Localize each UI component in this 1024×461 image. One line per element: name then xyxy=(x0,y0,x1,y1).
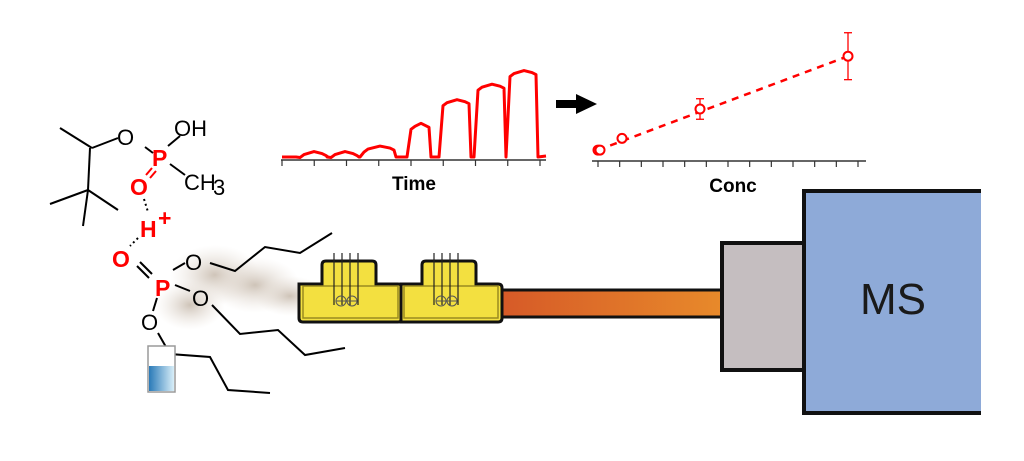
time-chart: Time xyxy=(281,69,547,195)
mass-spectrometer xyxy=(802,189,996,415)
hydrogen-bond xyxy=(129,198,149,247)
conc-data-point xyxy=(616,132,628,144)
solvent-ester-oxygen-3: O xyxy=(141,310,158,335)
solvent-ester-oxygen-1: O xyxy=(185,250,202,275)
ion-source-interface xyxy=(720,241,806,372)
proton-label: H xyxy=(140,216,157,242)
analyte-carbonyl-oxygen: O xyxy=(130,174,148,200)
time-signal-line xyxy=(282,69,547,160)
extraction-cartridges xyxy=(297,253,504,324)
analyte-methyl-subscript: 3 xyxy=(213,175,225,200)
conc-x-label: Conc xyxy=(709,176,757,197)
analyte-double-bond xyxy=(145,167,157,179)
proton-charge: + xyxy=(158,205,171,231)
vial-icon xyxy=(147,345,176,393)
ms-label: MS xyxy=(860,275,926,324)
analyte-phosphorus: P xyxy=(152,145,167,171)
analyte-oxygen-ester: O xyxy=(117,125,134,150)
time-x-label: Time xyxy=(392,174,436,195)
cartridge-2 xyxy=(399,253,504,324)
conc-fit-line xyxy=(597,55,849,152)
time-x-ticks xyxy=(281,160,541,166)
conc-x-ticks xyxy=(597,161,859,167)
conc-points xyxy=(592,32,854,156)
analyte-hydroxyl: OH xyxy=(174,116,207,141)
analyte-methyl: CH xyxy=(184,170,216,195)
conc-data-point xyxy=(694,103,706,115)
solvent-phosphorus: P xyxy=(155,275,170,301)
cartridge-1 xyxy=(297,253,404,324)
analyte-molecule: O P OH CH 3 O xyxy=(49,116,225,227)
right-arrow-icon xyxy=(556,94,597,114)
conc-chart: Conc xyxy=(592,32,866,197)
solvent-double-bond xyxy=(136,261,153,279)
solvent-ester-oxygen-2: O xyxy=(192,286,209,311)
ms-box-right-crop xyxy=(981,189,1001,415)
analyte-bonds xyxy=(49,127,186,227)
transfer-tube xyxy=(500,288,726,319)
conc-data-point xyxy=(842,50,854,62)
conc-data-point xyxy=(594,144,606,156)
solvent-carbonyl-oxygen: O xyxy=(112,246,130,272)
